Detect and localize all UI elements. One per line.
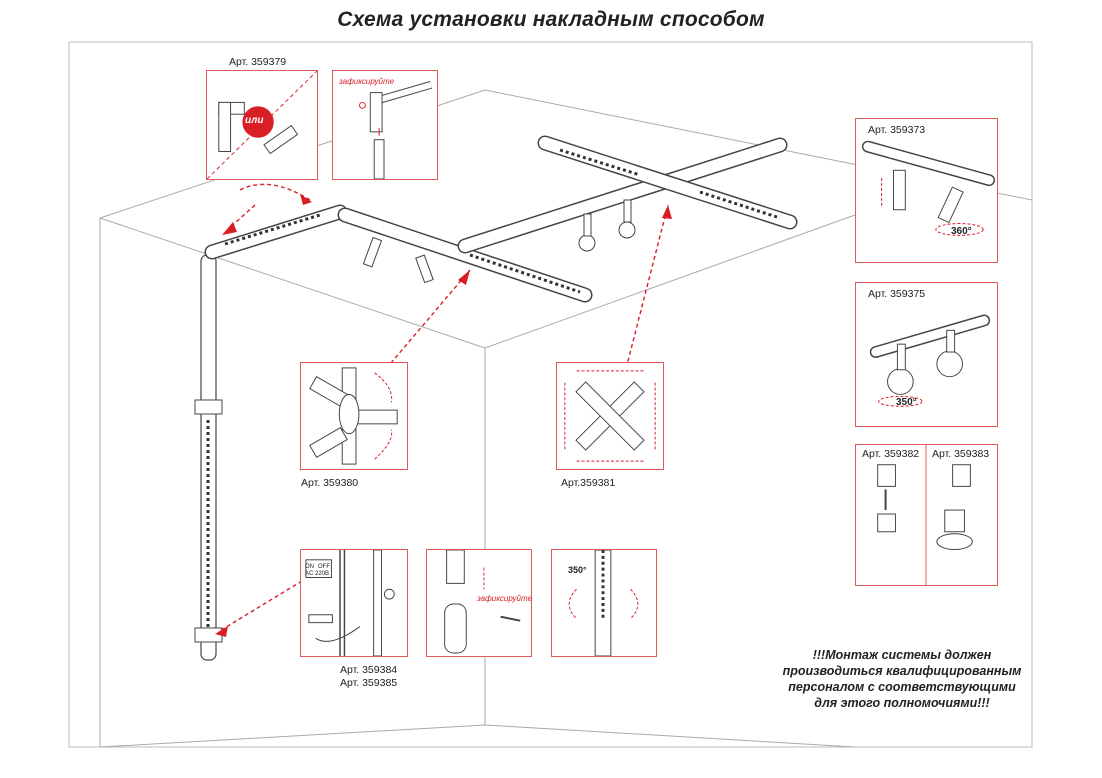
safety-warning: !!!Монтаж системы должен производиться к… — [752, 647, 1052, 711]
switch-off-label: OFF — [318, 564, 330, 570]
label-art-359373: Арт. 359373 — [868, 124, 926, 136]
track-cross — [457, 135, 798, 254]
panel-359373: Арт. 359373 360° — [855, 118, 998, 263]
fix-label-bottom: зафиксируйте — [477, 594, 533, 603]
panel-359375: Арт. 359375 350° — [855, 282, 998, 427]
panel-359382-359383: Арт. 359382 Арт. 359383 — [855, 444, 998, 586]
panel-fix-bottom: зафиксируйте — [426, 549, 532, 657]
panel-359379-right: зафиксируйте — [332, 70, 438, 180]
fix-label-top: зафиксируйте — [339, 77, 395, 86]
label-art-359383: Арт. 359383 — [932, 448, 990, 460]
track-left — [204, 204, 593, 303]
track-spotlights — [362, 199, 636, 284]
angle-350-spot: 350° — [896, 397, 917, 408]
switch-on-label: ON — [305, 564, 314, 570]
label-art-359380: Арт. 359380 — [301, 477, 359, 489]
label-art-359384: Арт. 359384 — [340, 664, 398, 676]
label-art-359381: Арт.359381 — [561, 477, 616, 489]
label-art-359375: Арт. 359375 — [868, 288, 926, 300]
panel-359381 — [556, 362, 664, 470]
warning-line-1: !!!Монтаж системы должен — [812, 648, 992, 662]
warning-line-2: производиться квалифицированным — [782, 664, 1022, 678]
angle-360: 360° — [951, 226, 972, 237]
vertical-track — [194, 254, 223, 661]
warning-line-3: персоналом с соответствующими — [788, 680, 1016, 694]
diagram-title: Схема установки накладным способом — [337, 8, 765, 31]
panel-rotation: 350° — [551, 549, 657, 657]
ili-badge: или — [245, 115, 264, 126]
label-art-359385: Арт. 359385 — [340, 677, 398, 689]
angle-350-track: 350° — [568, 565, 587, 575]
panel-359384-359385: ON OFF AC 220В — [300, 549, 408, 657]
label-art-359382: Арт. 359382 — [862, 448, 920, 460]
panel-359380 — [300, 362, 408, 470]
warning-line-4: для этого полномочиями!!! — [814, 696, 990, 710]
panel-359379-left: или — [206, 70, 318, 180]
switch-ac-label: AC 220В — [305, 571, 330, 577]
label-art-359379: Арт. 359379 — [229, 56, 287, 68]
arrow-heads — [215, 194, 672, 637]
